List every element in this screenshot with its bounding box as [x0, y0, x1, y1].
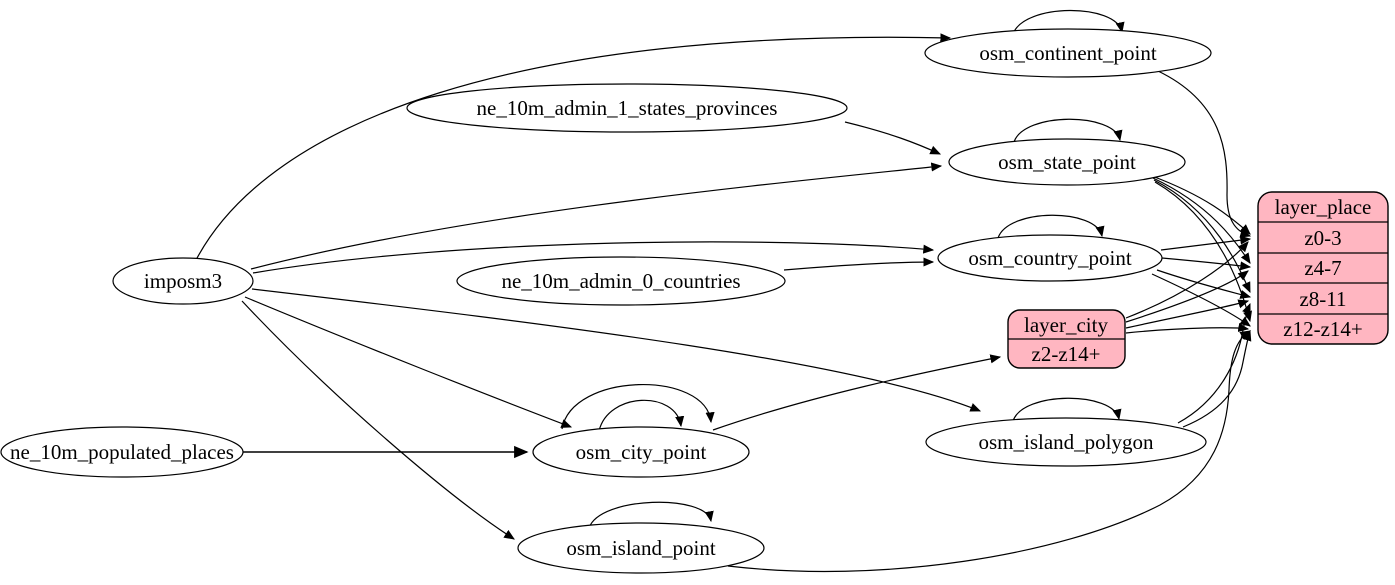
selfloop-osm_island_point — [588, 501, 714, 529]
layer_place-row-z0-3: z0-3 — [1304, 226, 1341, 250]
edge-osm_state_point-layer_place-z12-z14 — [1154, 181, 1252, 323]
node-osm_city_point: osm_city_point — [532, 426, 750, 478]
edge-osm_city_point-layer_city-z2-z14 — [712, 354, 1002, 431]
edges-layer — [195, 9, 1252, 573]
edge-ne_10m_admin_0_countries-osm_country_point — [783, 257, 935, 271]
selfloop-osm_continent_point — [1012, 9, 1125, 35]
node-osm_island_polygon: osm_island_polygon — [925, 417, 1207, 467]
node-osm_continent_point: osm_continent_point — [924, 28, 1212, 78]
edge-osm_island_polygon-layer_place-z8-11 — [1177, 302, 1251, 424]
edge-imposm3-osm_country_point — [252, 241, 935, 274]
node-layer_city: layer_city z2-z14+ — [1007, 309, 1126, 369]
osm_country_point-label: osm_country_point — [968, 246, 1131, 270]
layer_city-title: layer_city — [1024, 313, 1108, 337]
node-ne_10m_admin_0_countries: ne_10m_admin_0_countries — [456, 256, 786, 306]
ne_10m_admin_0_countries-ellipse — [456, 256, 786, 306]
edge-layer_city-layer_place-z8-11 — [1125, 299, 1250, 329]
osm_continent_point-ellipse — [924, 28, 1212, 78]
layer_place-row-z12-z14: z12-z14+ — [1283, 317, 1362, 341]
osm_state_point-label: osm_state_point — [998, 150, 1136, 174]
ne_10m_admin_1_states_provinces-label: ne_10m_admin_1_states_provinces — [477, 96, 778, 120]
osm_island_point-ellipse — [517, 522, 765, 574]
edge-osm_country_point-layer_place-z12-z14 — [1151, 273, 1251, 327]
node-osm_island_point: osm_island_point — [517, 522, 765, 574]
edge-imposm3-osm_island_point — [241, 300, 515, 540]
node-ne_10m_admin_1_states_provinces: ne_10m_admin_1_states_provinces — [406, 83, 848, 133]
edge-imposm3-osm_island_polygon — [251, 288, 982, 412]
edge-osm_country_point-layer_place-z8-11 — [1156, 269, 1252, 299]
edge-layer_city-layer_place-z0-3 — [1125, 241, 1249, 319]
nodes-layer: imposm3 ne_10m_admin_1_states_provinces … — [0, 28, 1389, 574]
ne_10m_populated_places-label: ne_10m_populated_places — [10, 440, 234, 464]
edge-imposm3-osm_continent_point — [195, 33, 952, 261]
ne_10m_admin_1_states_provinces-ellipse — [406, 83, 848, 133]
osm_city_point-ellipse — [532, 426, 750, 478]
layer_city-row-z2-z14: z2-z14+ — [1032, 342, 1101, 366]
edge-osm_continent_point-layer_place-z0-3 — [1157, 70, 1252, 238]
osm_city_point-label: osm_city_point — [576, 440, 707, 464]
osm_country_point-ellipse — [937, 234, 1163, 282]
selfloop-osm_city_point-outer — [561, 384, 715, 430]
layer_place-box — [1257, 191, 1389, 345]
edge-osm_state_point-layer_place-z8-11 — [1153, 179, 1251, 294]
osm_island_point-label: osm_island_point — [566, 536, 716, 560]
imposm3-label: imposm3 — [144, 269, 222, 293]
edge-osm_state_point-layer_place-z4-7 — [1152, 177, 1251, 264]
node-ne_10m_populated_places: ne_10m_populated_places — [0, 426, 244, 478]
edge-ne_10m_admin_1_states_provinces-osm_state_point — [844, 121, 942, 155]
selfloop-osm_city_point-inner — [598, 399, 685, 432]
edge-layer_city-layer_place-z4-7 — [1125, 270, 1249, 323]
layer_place-row-z4-7: z4-7 — [1304, 256, 1341, 280]
osm_continent_point-label: osm_continent_point — [979, 41, 1156, 65]
node-osm_state_point: osm_state_point — [948, 138, 1186, 186]
osm_island_polygon-ellipse — [925, 417, 1207, 467]
node-layer_place: layer_place z0-3 z4-7 z8-11 z12-z14+ — [1257, 191, 1389, 345]
selfloop-osm_state_point — [1013, 118, 1123, 143]
selfloop-osm_country_point — [997, 214, 1105, 239]
node-osm_country_point: osm_country_point — [937, 234, 1163, 282]
imposm3-ellipse — [112, 257, 254, 305]
osm_state_point-ellipse — [948, 138, 1186, 186]
edge-osm_island_point-layer_place-z12-z14 — [727, 330, 1251, 573]
ne_10m_populated_places-ellipse — [0, 426, 244, 478]
osm_island_polygon-label: osm_island_polygon — [978, 430, 1154, 454]
edge-osm_country_point-layer_place-z0-3 — [1160, 235, 1252, 251]
ne_10m_admin_0_countries-label: ne_10m_admin_0_countries — [501, 269, 740, 293]
edge-layer_city-layer_place-z12-z14 — [1125, 323, 1250, 334]
layer_place-row-z8-11: z8-11 — [1299, 287, 1346, 311]
edge-imposm3-osm_city_point — [244, 296, 573, 428]
node-imposm3: imposm3 — [112, 257, 254, 305]
edge-imposm3-osm_state_point — [250, 162, 943, 270]
edge-osm_state_point-layer_place-z0-3 — [1151, 175, 1251, 235]
edge-osm_country_point-layer_place-z4-7 — [1161, 257, 1252, 271]
selfloop-osm_island_polygon — [1012, 397, 1122, 422]
layer_place-title: layer_place — [1275, 195, 1372, 219]
